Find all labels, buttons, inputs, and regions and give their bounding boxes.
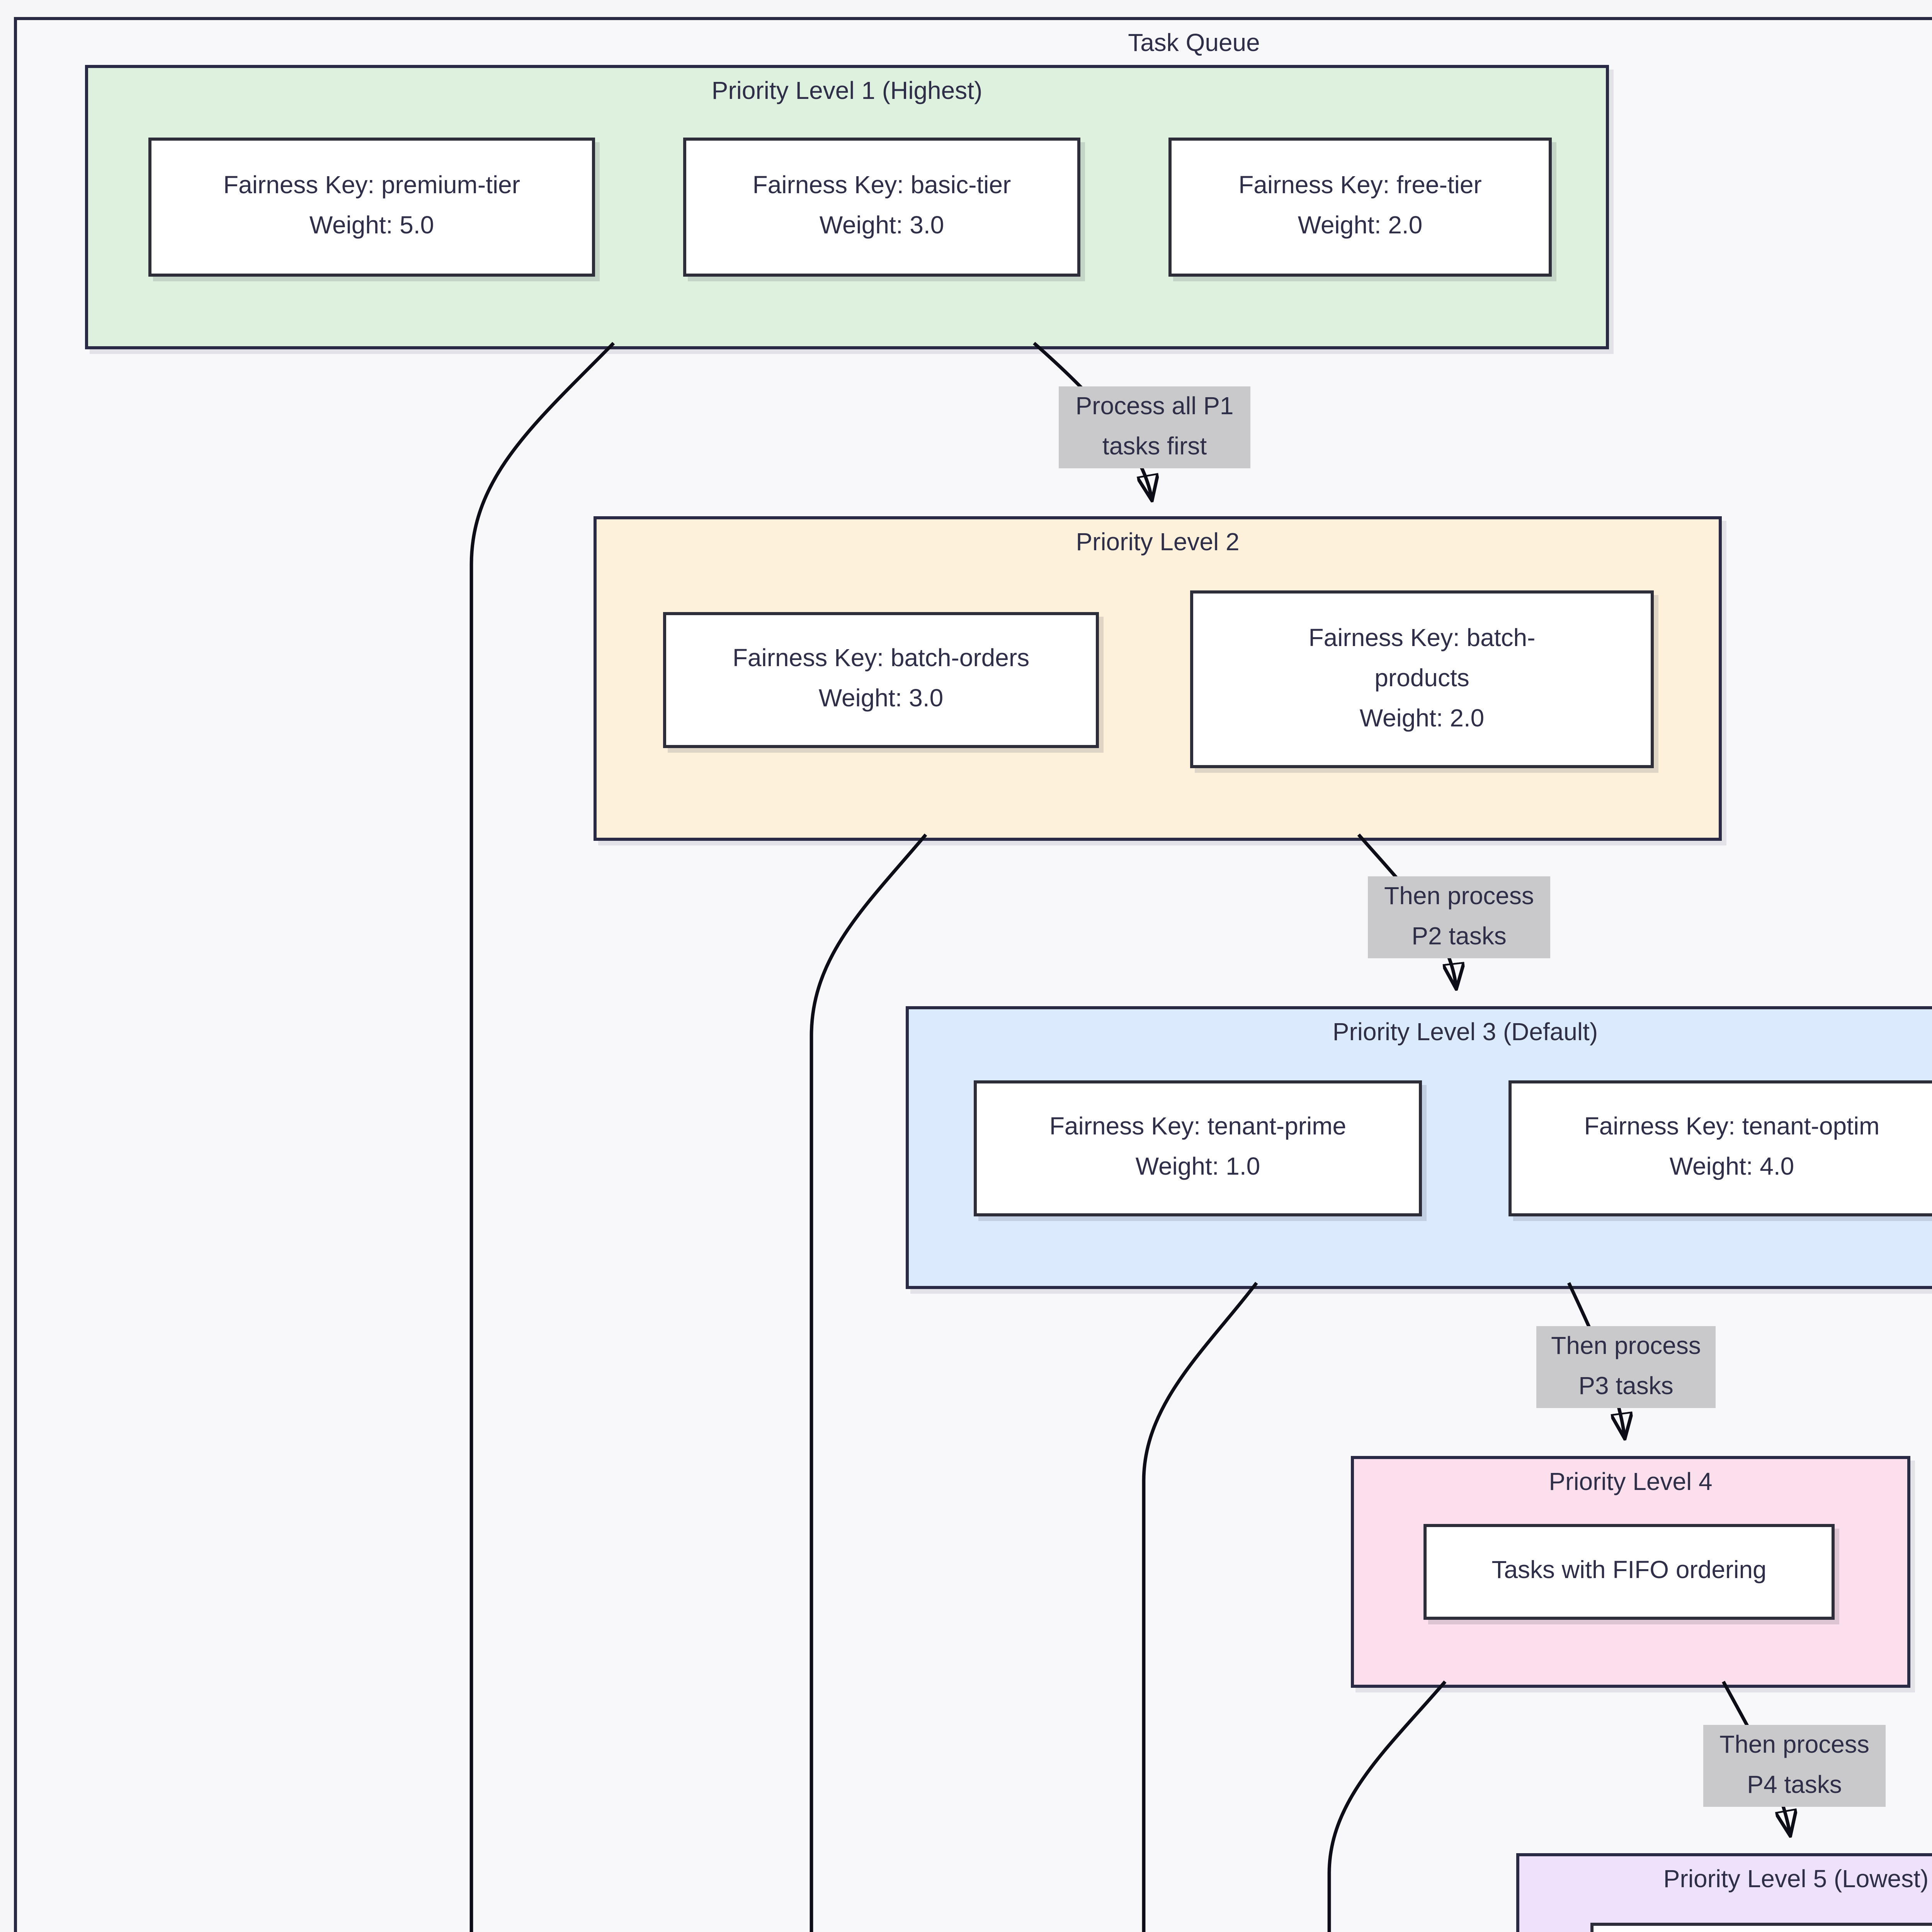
node-batch-products: Fairness Key: batch- products Weight: 2.… <box>1190 590 1654 768</box>
node-text-line: Fairness Key: free-tier <box>1238 173 1482 199</box>
node-text-line: Weight: 2.0 <box>1298 213 1423 240</box>
edge-label-process-p4: Then process P4 tasks <box>1703 1725 1886 1807</box>
node-text-line: Weight: 3.0 <box>819 213 944 240</box>
edge-label-line: Process all P1 <box>1075 393 1234 420</box>
edge-label-line: P2 tasks <box>1412 923 1507 950</box>
node-basic-tier: Fairness Key: basic-tier Weight: 3.0 <box>683 138 1080 277</box>
node-text-line: Fairness Key: basic-tier <box>752 173 1011 199</box>
node-text-line: Fairness Key: batch-orders <box>732 646 1030 672</box>
subgraph-priority-level-5: Priority Level 5 (Lowest) <box>1516 1853 1932 1932</box>
subgraph-title-p2: Priority Level 2 <box>1076 530 1240 556</box>
node-premium-tier: Fairness Key: premium-tier Weight: 5.0 <box>148 138 595 277</box>
node-tenant-optim: Fairness Key: tenant-optim Weight: 4.0 <box>1509 1080 1932 1216</box>
node-text-line: Fairness Key: tenant-prime <box>1049 1114 1347 1141</box>
node-text-line: Weight: 2.0 <box>1359 706 1485 732</box>
node-text-line: Weight: 4.0 <box>1669 1155 1794 1181</box>
subgraph-title-p4: Priority Level 4 <box>1549 1470 1713 1496</box>
node-text-line: Fairness Key: batch- <box>1308 625 1536 651</box>
node-text-line: Weight: 5.0 <box>309 213 434 240</box>
edge-label-line: Then process <box>1384 883 1534 910</box>
node-text-line: products <box>1374 665 1469 692</box>
node-text-line: Fairness Key: tenant-optim <box>1584 1114 1880 1141</box>
node-text-line: Weight: 3.0 <box>818 686 944 713</box>
edge-label-line: P3 tasks <box>1578 1373 1673 1400</box>
edge-label-process-p1: Process all P1 tasks first <box>1059 386 1250 468</box>
node-text-line: Fairness Key: premium-tier <box>223 173 520 199</box>
task-queue-title: Task Queue <box>1128 31 1260 57</box>
edge-label-process-p3: Then process P3 tasks <box>1536 1326 1716 1408</box>
node-fifo-p4: Tasks with FIFO ordering <box>1423 1524 1835 1620</box>
node-text-line: Weight: 1.0 <box>1135 1155 1260 1181</box>
node-batch-orders: Fairness Key: batch-orders Weight: 3.0 <box>663 612 1099 748</box>
node-tenant-prime: Fairness Key: tenant-prime Weight: 1.0 <box>974 1080 1422 1216</box>
subgraph-title-p1: Priority Level 1 (Highest) <box>711 79 983 105</box>
edge-label-process-p2: Then process P2 tasks <box>1368 876 1550 958</box>
subgraph-title-p3: Priority Level 3 (Default) <box>1332 1020 1598 1046</box>
node-fifo-p5: Tasks with FIFO ordering <box>1590 1923 1932 1932</box>
node-free-tier: Fairness Key: free-tier Weight: 2.0 <box>1168 138 1552 277</box>
edge-label-line: P4 tasks <box>1747 1772 1842 1798</box>
node-text-line: Tasks with FIFO ordering <box>1492 1558 1767 1584</box>
edge-label-line: Then process <box>1719 1732 1869 1758</box>
edge-label-line: tasks first <box>1102 434 1207 460</box>
edge-label-line: Then process <box>1551 1333 1701 1359</box>
subgraph-title-p5: Priority Level 5 (Lowest) <box>1663 1867 1929 1893</box>
